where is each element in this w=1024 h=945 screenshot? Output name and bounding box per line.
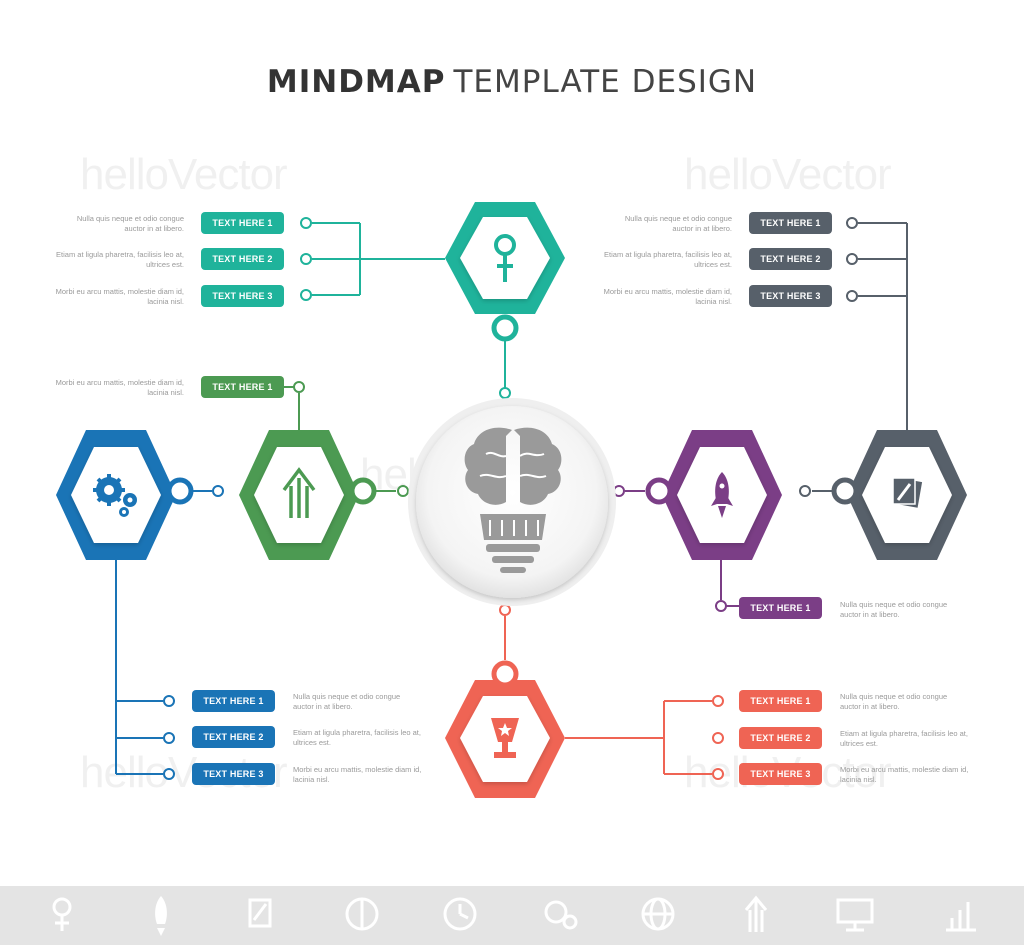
blue-item-3-label[interactable]: TEXT HERE 3 (192, 763, 275, 785)
connector-dot (846, 253, 858, 265)
connector-dot (712, 768, 724, 780)
connector-dot (397, 485, 409, 497)
documents-pencil-icon (248, 898, 272, 928)
connector-dot (163, 695, 175, 707)
slate-item-2-text: Etiam at ligula pharetra, facilisis leo … (604, 250, 732, 269)
globe-icon (641, 897, 675, 931)
watermark: helloVector (684, 150, 892, 199)
brain-icon (345, 897, 379, 931)
rocket-icon (155, 896, 167, 936)
female-symbol-icon (52, 897, 72, 931)
connector-dot (499, 387, 511, 399)
blue-item-1-label[interactable]: TEXT HERE 1 (192, 690, 275, 712)
slate-connectors (812, 222, 908, 492)
blue-connectors (115, 490, 212, 775)
center-node (408, 398, 616, 606)
purple-connectors (625, 490, 740, 607)
title-bold: MINDMAP (266, 64, 446, 100)
coral-item-3-label[interactable]: TEXT HERE 3 (739, 763, 822, 785)
coral-item-1-label[interactable]: TEXT HERE 1 (739, 690, 822, 712)
coral-item-1-text: Nulla quis neque et odio congue auctor i… (840, 692, 948, 711)
connector-dot (799, 485, 811, 497)
connector-dot (712, 695, 724, 707)
teal-item-3-text: Morbi eu arcu mattis, molestie diam id, … (55, 287, 184, 306)
coral-node (445, 660, 565, 798)
connector-dot (846, 290, 858, 302)
blue-item-3-text: Morbi eu arcu mattis, molestie diam id, … (293, 765, 422, 784)
blue-node (56, 430, 194, 560)
teal-item-2-text: Etiam at ligula pharetra, facilisis leo … (56, 250, 184, 269)
connector-dot (293, 381, 305, 393)
slate-item-3-label[interactable]: TEXT HERE 3 (749, 285, 832, 307)
slate-item-2-label[interactable]: TEXT HERE 2 (749, 248, 832, 270)
teal-node (445, 202, 565, 342)
teal-item-1-text: Nulla quis neque et odio congue auctor i… (76, 214, 184, 233)
coral-item-2-label[interactable]: TEXT HERE 2 (739, 727, 822, 749)
monitor-chart-icon (836, 898, 874, 932)
connector-dot (715, 600, 727, 612)
blue-item-1-text: Nulla quis neque et odio congue auctor i… (293, 692, 401, 711)
slate-node (831, 430, 967, 560)
green-node (239, 430, 377, 560)
gears-icon (93, 474, 137, 517)
clock-icon (443, 897, 477, 931)
blue-item-2-label[interactable]: TEXT HERE 2 (192, 726, 275, 748)
connector-dot (163, 732, 175, 744)
title-light: TEMPLATE DESIGN (453, 64, 758, 100)
coral-item-3-text: Morbi eu arcu mattis, molestie diam id, … (840, 765, 969, 784)
connector-dot (212, 485, 224, 497)
watermark: helloVector (80, 150, 288, 199)
connector-dot (300, 217, 312, 229)
purple-item-1-text: Nulla quis neque et odio congue auctor i… (840, 600, 948, 619)
growth-arrow-icon (282, 467, 316, 518)
slate-item-3-text: Morbi eu arcu mattis, molestie diam id, … (603, 287, 732, 306)
connector-dot (163, 768, 175, 780)
bottom-icon-strip (0, 886, 1024, 945)
teal-item-1-label[interactable]: TEXT HERE 1 (201, 212, 284, 234)
connector-dot (712, 732, 724, 744)
purple-node (645, 430, 782, 560)
connector-dot (846, 217, 858, 229)
connector-dot (499, 604, 511, 616)
connector-dot (300, 253, 312, 265)
slate-item-1-text: Nulla quis neque et odio congue auctor i… (624, 214, 732, 233)
brain-lightbulb-icon (464, 427, 562, 573)
slate-item-1-label[interactable]: TEXT HERE 1 (749, 212, 832, 234)
purple-item-1-label[interactable]: TEXT HERE 1 (739, 597, 822, 619)
trophy-icon (491, 718, 519, 758)
documents-pencil-icon (892, 477, 923, 508)
coral-item-2-text: Etiam at ligula pharetra, facilisis leo … (840, 729, 968, 748)
rocket-icon (711, 472, 733, 518)
coral-connectors (504, 616, 712, 775)
gears-icon (544, 900, 578, 930)
green-item-1-text: Morbi eu arcu mattis, molestie diam id, … (55, 378, 184, 397)
green-item-1-label[interactable]: TEXT HERE 1 (201, 376, 284, 398)
bar-chart-icon (946, 902, 976, 932)
teal-item-3-label[interactable]: TEXT HERE 3 (201, 285, 284, 307)
growth-arrow-icon (744, 895, 768, 932)
teal-item-2-label[interactable]: TEXT HERE 2 (201, 248, 284, 270)
connector-dot (300, 289, 312, 301)
blue-item-2-text: Etiam at ligula pharetra, facilisis leo … (293, 728, 421, 747)
female-symbol-icon (494, 234, 516, 282)
